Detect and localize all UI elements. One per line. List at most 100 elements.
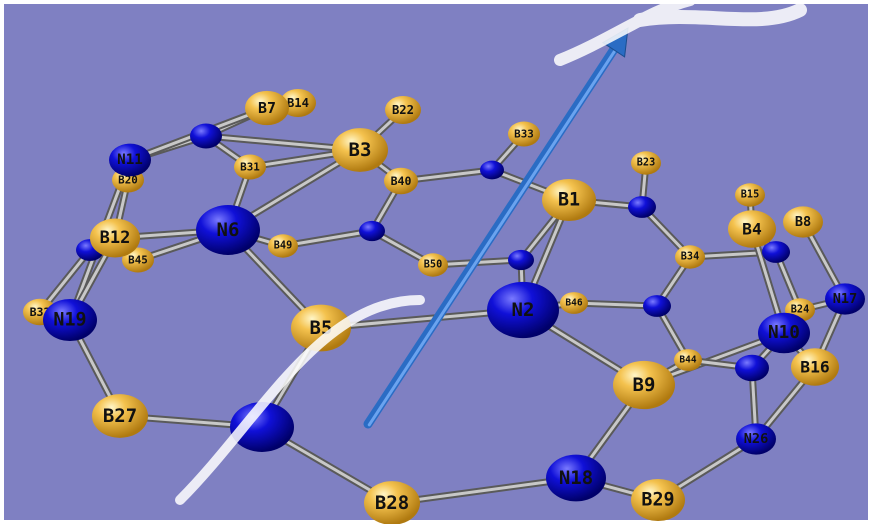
boron-sphere — [783, 206, 823, 238]
atom-n_f[interactable] — [643, 295, 671, 317]
nitrogen-sphere — [43, 298, 97, 342]
boron-sphere — [613, 360, 675, 410]
boron-sphere — [735, 183, 765, 207]
atom-n_d[interactable] — [508, 249, 534, 271]
atom-B7[interactable]: B7 — [245, 90, 289, 126]
atom-B49[interactable]: B49 — [268, 234, 298, 258]
atom-B33[interactable]: B33 — [508, 121, 540, 147]
nitrogen-sphere — [487, 281, 559, 339]
boron-sphere — [268, 234, 298, 258]
atom-label: B23 — [637, 158, 655, 169]
nitrogen-sphere — [736, 423, 776, 455]
boron-sphere — [332, 128, 388, 172]
nitrogen-sphere — [628, 196, 656, 218]
atom-label: N11 — [117, 152, 143, 168]
atom-label: B1 — [558, 190, 580, 211]
nitrogen-sphere — [643, 295, 671, 317]
atom-n_c[interactable] — [359, 220, 385, 242]
atom-B8[interactable]: B8 — [783, 206, 823, 238]
nitrogen-sphere — [758, 312, 810, 354]
atom-B16[interactable]: B16 — [791, 348, 839, 386]
dipole-arrow-highlight — [367, 49, 617, 427]
boron-sphere — [384, 167, 418, 195]
boron-sphere — [418, 253, 448, 277]
atom-B12[interactable]: B12 — [90, 218, 140, 258]
atom-label: B8 — [795, 214, 811, 230]
nitrogen-sphere — [735, 354, 769, 382]
atom-B1[interactable]: B1 — [542, 178, 596, 222]
atom-B46[interactable]: B46 — [560, 292, 588, 314]
atom-label: B15 — [741, 190, 759, 201]
atom-B9[interactable]: B9 — [613, 360, 675, 410]
atom-B3[interactable]: B3 — [332, 128, 388, 172]
boron-sphere — [542, 178, 596, 222]
atom-N11[interactable]: N11 — [109, 143, 151, 177]
boron-sphere — [90, 218, 140, 258]
atom-n_e[interactable] — [628, 196, 656, 218]
boron-sphere — [508, 121, 540, 147]
atom-B28[interactable]: B28 — [364, 481, 420, 524]
atom-B44[interactable]: B44 — [674, 349, 702, 371]
atom-label: B50 — [424, 260, 442, 271]
atom-label: B31 — [240, 161, 260, 174]
atom-label: B28 — [375, 492, 409, 514]
atom-label: N26 — [744, 431, 769, 447]
atom-B4[interactable]: B4 — [728, 210, 776, 248]
nitrogen-sphere — [230, 402, 294, 452]
boron-sphere — [675, 245, 705, 269]
atom-label: B49 — [274, 241, 292, 252]
atom-N10[interactable]: N10 — [758, 312, 810, 354]
atom-n_h[interactable] — [735, 354, 769, 382]
atom-B14[interactable]: B14 — [280, 88, 316, 118]
nitrogen-sphere — [825, 283, 865, 315]
bond-highlight — [390, 476, 578, 505]
atom-N26[interactable]: N26 — [736, 423, 776, 455]
atom-B27[interactable]: B27 — [92, 394, 148, 438]
atom-B31[interactable]: B31 — [234, 154, 266, 180]
watermark — [175, 0, 807, 505]
atom-B40[interactable]: B40 — [384, 167, 418, 195]
atom-n_g[interactable] — [762, 241, 790, 263]
atoms-layer: B44B46B15B23B24B34B49B50B20B31B33B45B32B… — [23, 88, 865, 524]
nitrogen-sphere — [762, 241, 790, 263]
atom-B15[interactable]: B15 — [735, 183, 765, 207]
atom-label: B20 — [118, 174, 138, 187]
boron-sphere — [122, 247, 154, 273]
atom-label: B3 — [349, 139, 372, 161]
boron-sphere — [631, 478, 685, 522]
atom-label: N10 — [768, 323, 800, 343]
atom-label: B22 — [392, 103, 414, 117]
atom-N18[interactable]: N18 — [546, 454, 606, 502]
boron-sphere — [92, 394, 148, 438]
nitrogen-sphere — [480, 160, 504, 180]
nitrogen-sphere — [359, 220, 385, 242]
boron-sphere — [385, 95, 421, 125]
atom-label: N17 — [833, 291, 858, 307]
atom-B45[interactable]: B45 — [122, 247, 154, 273]
atom-B29[interactable]: B29 — [631, 478, 685, 522]
atom-label: B40 — [391, 174, 412, 188]
atom-B22[interactable]: B22 — [385, 95, 421, 125]
atom-label: N6 — [217, 219, 240, 241]
atom-N6[interactable]: N6 — [196, 205, 260, 255]
atom-n_i[interactable] — [230, 402, 294, 452]
atom-n_b[interactable] — [480, 160, 504, 180]
atom-N17[interactable]: N17 — [825, 283, 865, 315]
atom-n_a[interactable] — [190, 123, 222, 149]
nitrogen-sphere — [508, 249, 534, 271]
atom-N2[interactable]: N2 — [487, 281, 559, 339]
atom-label: B24 — [791, 305, 809, 316]
atom-N19[interactable]: N19 — [43, 298, 97, 342]
atom-label: B7 — [258, 99, 276, 117]
bond-highlight — [281, 229, 374, 248]
nitrogen-sphere — [546, 454, 606, 502]
nitrogen-sphere — [190, 123, 222, 149]
boron-sphere — [791, 348, 839, 386]
atom-label: B4 — [742, 220, 762, 239]
atom-B34[interactable]: B34 — [675, 245, 705, 269]
nitrogen-sphere — [109, 143, 151, 177]
atom-B23[interactable]: B23 — [631, 151, 661, 175]
boron-sphere — [245, 90, 289, 126]
atom-B50[interactable]: B50 — [418, 253, 448, 277]
